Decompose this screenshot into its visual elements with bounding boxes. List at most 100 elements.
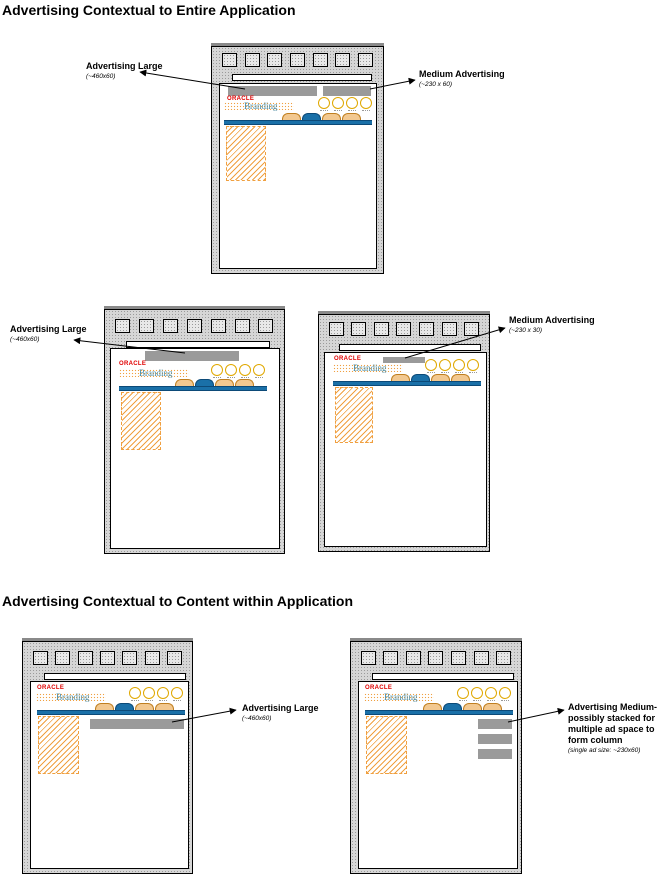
device-mockup-1: ORACLE Branding xyxy=(211,43,384,274)
callout-title: Advertising Large xyxy=(242,703,319,713)
branding-dots xyxy=(364,693,434,701)
callout-line: possibly stacked for xyxy=(568,713,656,723)
device-key xyxy=(289,53,305,67)
tab-icon xyxy=(423,703,442,710)
device-key xyxy=(373,322,389,336)
arrow-d5-medium xyxy=(507,707,565,723)
device-topbar xyxy=(339,344,481,351)
device-key xyxy=(244,53,260,67)
tab-icon xyxy=(391,374,410,381)
callout-size: (single ad size: ~230x60) xyxy=(568,747,641,754)
callout-label: Advertising Large (~460x60) xyxy=(10,324,87,344)
circle-button-icon xyxy=(171,687,183,701)
circle-button-icon xyxy=(211,364,223,378)
circle-button-icon xyxy=(457,687,469,701)
nav-bar xyxy=(37,710,185,715)
arrow-d1-large xyxy=(139,69,246,90)
circle-button-icon xyxy=(332,97,344,111)
ad-medium-slot xyxy=(323,86,371,96)
device-key xyxy=(396,322,412,336)
branding-dots xyxy=(36,693,106,701)
branding-label: Branding xyxy=(244,101,278,111)
callout-size: (~460x60) xyxy=(242,715,272,722)
circle-button-icon xyxy=(467,359,479,373)
tab-icon xyxy=(443,703,462,710)
global-buttons xyxy=(457,687,511,701)
ad-large-slot xyxy=(90,719,184,729)
device-mockup-2: ORACLE Branding xyxy=(104,306,285,554)
section-title-application: Advertising Contextual to Entire Applica… xyxy=(2,2,296,18)
device-mockup-5: ORACLE Branding xyxy=(350,638,522,874)
device-key xyxy=(163,319,179,333)
device-keys xyxy=(212,53,383,67)
tab-icon xyxy=(411,374,430,381)
device-topbar xyxy=(126,341,270,348)
tab-icon xyxy=(451,374,470,381)
callout-size: (~230 x 60) xyxy=(419,81,453,88)
tab-icon xyxy=(95,703,114,710)
device-key xyxy=(267,53,283,67)
content-column xyxy=(121,392,161,450)
callout-size: (~460x60) xyxy=(10,336,40,343)
arrow-d1-medium xyxy=(369,77,416,90)
device-key xyxy=(122,651,138,665)
tab-icon xyxy=(195,379,214,386)
tab-icon xyxy=(175,379,194,386)
callout-line: multiple ad space to xyxy=(568,724,655,734)
callout-title: Advertising Large xyxy=(86,61,163,71)
circle-button-icon xyxy=(157,687,169,701)
circle-button-icon xyxy=(453,359,465,373)
device-key xyxy=(77,651,93,665)
global-buttons xyxy=(425,359,479,373)
callout-line: Advertising Medium- xyxy=(568,702,658,712)
ad-medium-slot xyxy=(478,734,512,744)
device-key xyxy=(451,651,467,665)
tab-icon xyxy=(282,113,301,120)
device-key xyxy=(405,651,421,665)
tab-icon xyxy=(463,703,482,710)
circle-button-icon xyxy=(439,359,451,373)
tab-icon xyxy=(215,379,234,386)
circle-button-icon xyxy=(360,97,372,111)
device-key xyxy=(335,53,351,67)
device-key xyxy=(258,319,274,333)
device-mockup-4: ORACLE Branding xyxy=(22,638,193,874)
branding-label: Branding xyxy=(353,363,387,373)
content-column xyxy=(226,126,266,181)
callout-label: Medium Advertising (~230 x 30) xyxy=(509,315,595,335)
content-column xyxy=(366,716,407,774)
device-topbar xyxy=(232,74,372,81)
circle-button-icon xyxy=(225,364,237,378)
section-title-content: Advertising Contextual to Content within… xyxy=(2,593,354,609)
device-key xyxy=(186,319,202,333)
ad-large-slot xyxy=(228,86,317,96)
device-key xyxy=(32,651,48,665)
device-keys xyxy=(105,319,284,333)
content-column xyxy=(335,387,373,443)
callout-label: Advertising Large (~460x60) xyxy=(242,703,319,723)
callout-title: Medium Advertising xyxy=(509,315,595,325)
tab-icon xyxy=(483,703,502,710)
callout-title: Advertising Large xyxy=(10,324,87,334)
circle-button-icon xyxy=(129,687,141,701)
oracle-logo: ORACLE xyxy=(37,685,65,691)
ad-medium-slot xyxy=(383,357,425,363)
device-key xyxy=(167,651,183,665)
circle-button-icon xyxy=(471,687,483,701)
branding-dots xyxy=(119,369,189,377)
circle-button-icon xyxy=(346,97,358,111)
tab-row xyxy=(95,703,174,710)
device-key xyxy=(419,322,435,336)
tab-row xyxy=(282,113,361,120)
nav-bar xyxy=(333,381,481,386)
callout-label: Advertising Large (~460x60) xyxy=(86,61,163,81)
callout-label: Medium Advertising (~230 x 60) xyxy=(419,69,505,89)
branding-label: Branding xyxy=(384,692,418,702)
branding-dots xyxy=(224,102,294,110)
ad-large-slot xyxy=(145,351,239,361)
circle-button-icon xyxy=(499,687,511,701)
arrow-d4-large xyxy=(171,707,237,723)
callout-title: Medium Advertising xyxy=(419,69,505,79)
branding-label: Branding xyxy=(56,692,90,702)
